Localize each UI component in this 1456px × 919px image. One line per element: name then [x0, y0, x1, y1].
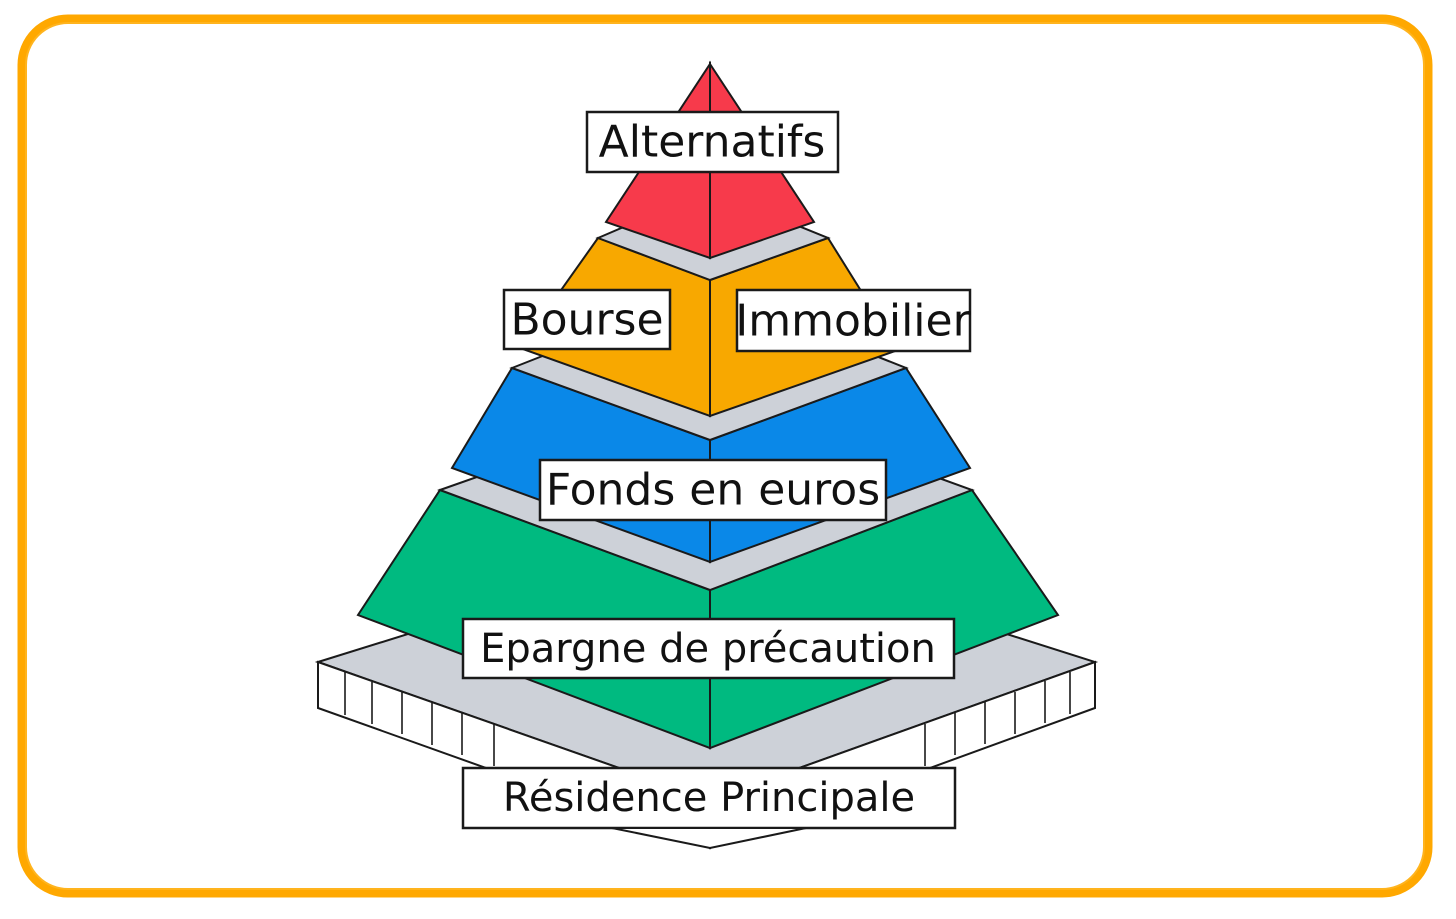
- label-residence: Résidence Principale: [461, 766, 957, 830]
- label-epargne: Epargne de précaution: [461, 617, 956, 680]
- label-residence-text: Résidence Principale: [503, 775, 915, 821]
- base-plate-ticks: [344, 672, 1071, 766]
- label-alternatifs-text: Alternatifs: [599, 117, 826, 168]
- label-fonds-text: Fonds en euros: [546, 465, 880, 516]
- label-immobilier-text: Immobilier: [735, 296, 971, 347]
- label-epargne-text: Epargne de précaution: [480, 626, 936, 672]
- label-fonds: Fonds en euros: [538, 458, 888, 522]
- label-immobilier: Immobilier: [735, 288, 972, 353]
- base-bottom-tip: [611, 827, 807, 850]
- label-bourse: Bourse: [502, 288, 672, 351]
- frame-border-inner: [25, 22, 1425, 890]
- label-alternatifs: Alternatifs: [585, 110, 840, 174]
- label-bourse-text: Bourse: [510, 295, 663, 346]
